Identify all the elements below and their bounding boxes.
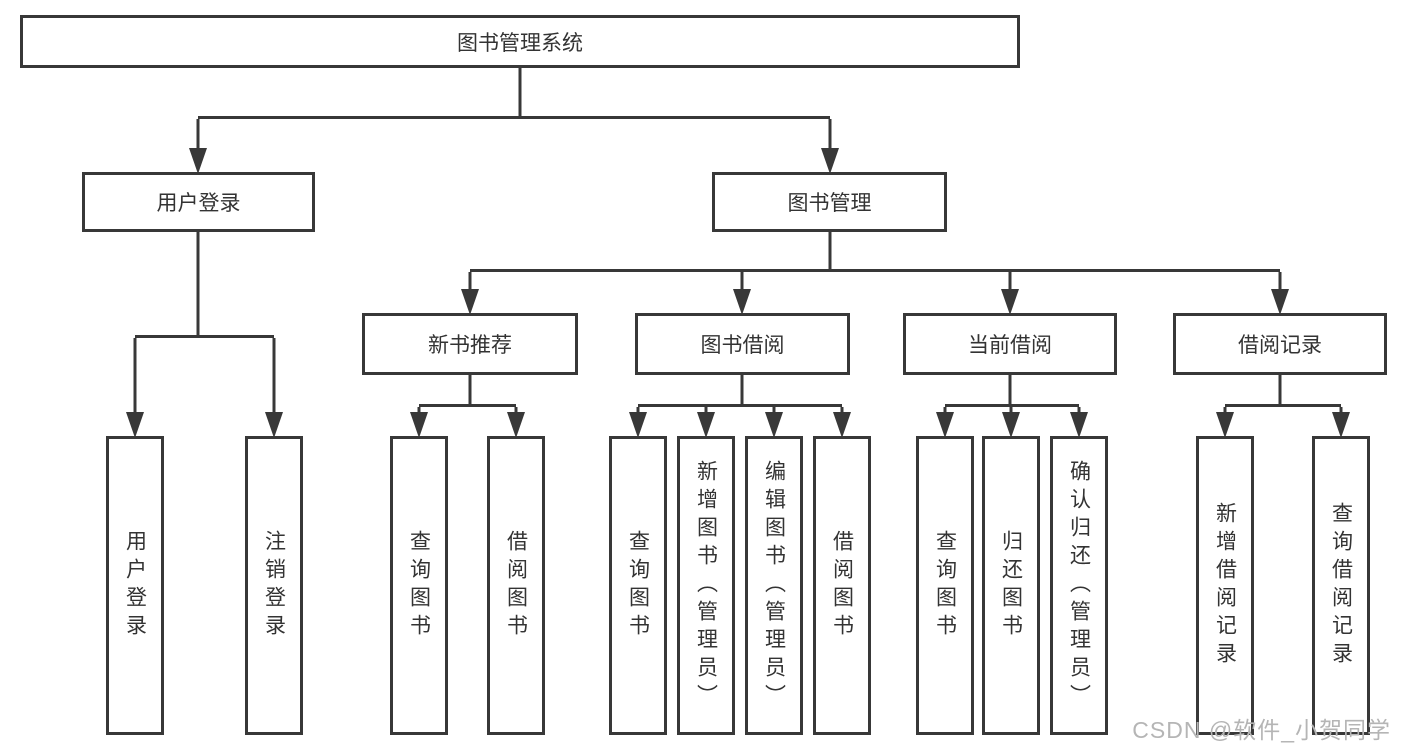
leaf-return-books: 归还图书: [982, 436, 1040, 735]
node-book-management: 图书管理: [712, 172, 947, 232]
leaf-confirm-return-admin-label: 确认归还（管理员）: [1067, 459, 1091, 712]
leaf-borrow-books-rec-label: 借阅图书: [504, 529, 528, 642]
node-user-login-label: 用户登录: [156, 192, 241, 215]
node-book-management-label: 图书管理: [787, 192, 872, 215]
bus-new-book-rec: [417, 375, 518, 432]
node-borrow-records-label: 借阅记录: [1238, 334, 1322, 357]
node-current-borrow-label: 当前借阅: [968, 334, 1052, 357]
leaf-query-books-current-label: 查询图书: [933, 529, 957, 642]
leaf-add-borrow-record-label: 新增借阅记录: [1213, 501, 1237, 670]
leaf-add-books-admin-label: 新增图书（管理员）: [694, 459, 718, 712]
node-book-borrow: 图书借阅: [635, 313, 850, 375]
node-book-borrow-label: 图书借阅: [700, 334, 785, 357]
bus-root: [196, 68, 832, 168]
leaf-query-books-rec-label: 查询图书: [407, 529, 431, 642]
leaf-return-books-label: 归还图书: [999, 529, 1023, 642]
leaf-query-books-borrow-label: 查询图书: [626, 529, 650, 642]
node-root: 图书管理系统: [20, 15, 1020, 68]
leaf-edit-books-admin: 编辑图书（管理员）: [745, 436, 803, 735]
arrowheads: [126, 148, 1350, 438]
leaf-confirm-return-admin: 确认归还（管理员）: [1050, 436, 1108, 735]
leaf-add-borrow-record: 新增借阅记录: [1196, 436, 1254, 735]
leaf-logout-label: 注销登录: [262, 529, 286, 642]
node-user-login: 用户登录: [82, 172, 315, 232]
leaf-query-borrow-record: 查询借阅记录: [1312, 436, 1370, 735]
leaf-edit-books-admin-label: 编辑图书（管理员）: [762, 459, 786, 712]
node-new-book-recommend-label: 新书推荐: [428, 334, 512, 357]
csdn-watermark: CSDN @软件_小贺同学: [1132, 717, 1391, 743]
leaf-query-books-current: 查询图书: [916, 436, 974, 735]
node-current-borrow: 当前借阅: [903, 313, 1117, 375]
leaf-logout: 注销登录: [245, 436, 303, 735]
leaf-user-login: 用户登录: [106, 436, 164, 735]
leaf-user-login-label: 用户登录: [123, 529, 147, 642]
leaf-add-books-admin: 新增图书（管理员）: [677, 436, 735, 735]
bus-borrow-records: [1223, 375, 1343, 432]
bus-book-mgmt: [468, 232, 1282, 309]
leaf-borrow-books: 借阅图书: [813, 436, 871, 735]
node-borrow-records: 借阅记录: [1173, 313, 1387, 375]
leaf-query-borrow-record-label: 查询借阅记录: [1329, 501, 1353, 670]
leaf-borrow-books-label: 借阅图书: [830, 529, 854, 642]
leaf-borrow-books-rec: 借阅图书: [487, 436, 545, 735]
node-root-label: 图书管理系统: [457, 31, 583, 55]
leaf-query-books-rec: 查询图书: [390, 436, 448, 735]
bus-book-borrow: [636, 375, 844, 432]
bus-user-login: [133, 232, 276, 432]
node-new-book-recommend: 新书推荐: [362, 313, 578, 375]
leaf-query-books-borrow: 查询图书: [609, 436, 667, 735]
